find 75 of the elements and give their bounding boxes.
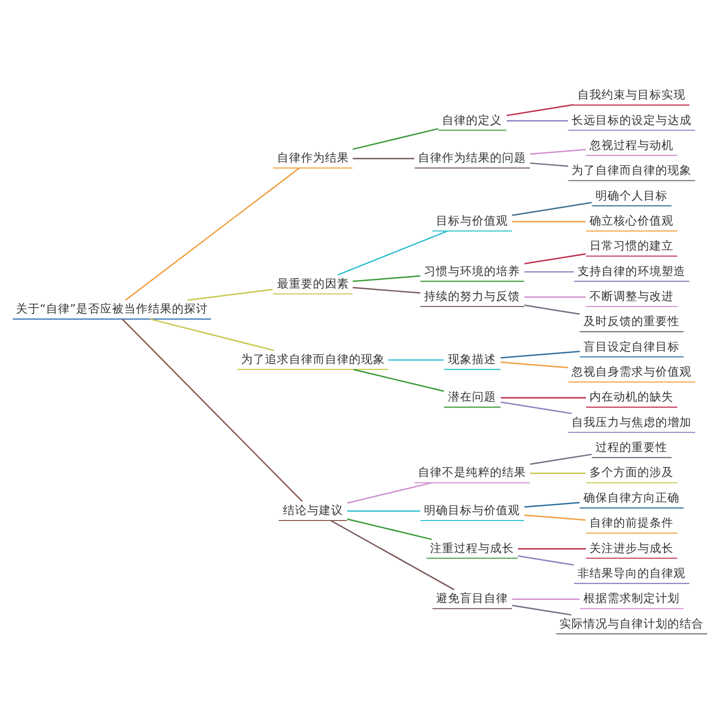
connector xyxy=(347,518,432,540)
node-text: 结论与建议 xyxy=(282,503,343,517)
connector xyxy=(524,502,580,508)
node-text: 最重要的因素 xyxy=(276,276,349,290)
connector xyxy=(524,296,586,298)
node-text: 习惯与环境的培养 xyxy=(424,264,520,278)
connector xyxy=(150,318,274,352)
node-text: 盲目设定自律目标 xyxy=(584,339,680,354)
connector xyxy=(530,162,568,167)
connector xyxy=(187,288,273,301)
connector xyxy=(500,362,568,368)
connector xyxy=(352,158,414,160)
node-text: 持续的努力与反馈 xyxy=(424,288,520,303)
connector xyxy=(524,514,586,521)
connector xyxy=(124,167,300,301)
node-text: 目标与价值观 xyxy=(436,213,508,228)
connector xyxy=(506,104,574,116)
connector xyxy=(352,286,420,294)
node-text: 自律作为结果的问题 xyxy=(418,150,526,165)
connector xyxy=(122,318,303,502)
node-text: 明确目标与价值观 xyxy=(424,503,520,517)
connector xyxy=(518,555,574,566)
node-text: 自我约束与目标实现 xyxy=(578,88,686,102)
node-text: 及时反馈的重要性 xyxy=(584,314,680,328)
connector xyxy=(500,350,580,358)
connector xyxy=(330,520,454,590)
node-text: 自我压力与焦虑的增加 xyxy=(572,414,692,429)
node-text: 自律的前提条件 xyxy=(590,516,674,530)
connector xyxy=(347,482,432,504)
node-text: 避免盲目自律 xyxy=(436,591,508,606)
connector xyxy=(347,510,420,512)
connector xyxy=(512,598,580,600)
connector xyxy=(524,271,574,273)
node-text: 为了追求自律而自律的现象 xyxy=(240,352,385,366)
connector xyxy=(512,220,586,222)
connector xyxy=(512,202,592,216)
connector xyxy=(530,472,586,474)
node-text: 非结果导向的自律观 xyxy=(578,566,686,580)
node-text: 过程的重要性 xyxy=(596,440,668,454)
connector xyxy=(524,304,580,315)
node-text: 关于“自律”是否应被当作结果的探讨 xyxy=(16,302,208,316)
connector xyxy=(353,368,444,392)
node-text: 自律不是纯粹的结果 xyxy=(418,465,526,480)
node-text: 忽视自身需求与价值观 xyxy=(572,364,692,379)
node-text: 关注进步与成长 xyxy=(590,540,674,555)
connector xyxy=(352,128,438,150)
node-text: 确保自律方向正确 xyxy=(584,490,680,504)
node-text: 日常习惯的建立 xyxy=(590,238,674,253)
node-text: 现象描述 xyxy=(448,352,496,366)
node-text: 根据需求制定计划 xyxy=(584,591,680,606)
node-text: 实际情况与自律计划的结合 xyxy=(560,616,704,630)
node-text: 注重过程与成长 xyxy=(430,540,514,555)
node-text: 内在动机的缺失 xyxy=(590,390,674,404)
connector xyxy=(500,397,586,398)
node-text: 自律作为结果 xyxy=(276,150,349,165)
connector xyxy=(500,401,572,414)
node-text: 确立核心价值观 xyxy=(590,213,674,228)
connector xyxy=(530,148,586,155)
connector xyxy=(337,230,448,276)
connector xyxy=(352,275,420,282)
connector xyxy=(388,359,444,361)
connector xyxy=(524,253,586,264)
connector xyxy=(530,454,592,465)
connector xyxy=(506,120,568,122)
connector xyxy=(512,604,572,616)
node-text: 多个方面的涉及 xyxy=(590,465,674,480)
node-text: 为了自律而自律的现象 xyxy=(572,163,692,178)
node-text: 潜在问题 xyxy=(448,390,496,404)
connector xyxy=(518,548,586,550)
node-text: 忽视过程与动机 xyxy=(590,138,674,152)
node-text: 不断调整与改进 xyxy=(590,288,674,303)
node-text: 支持自律的环境塑造 xyxy=(578,264,686,278)
node-text: 明确个人目标 xyxy=(596,188,668,202)
node-text: 长远目标的设定与达成 xyxy=(572,112,692,127)
node-text: 自律的定义 xyxy=(442,112,502,127)
